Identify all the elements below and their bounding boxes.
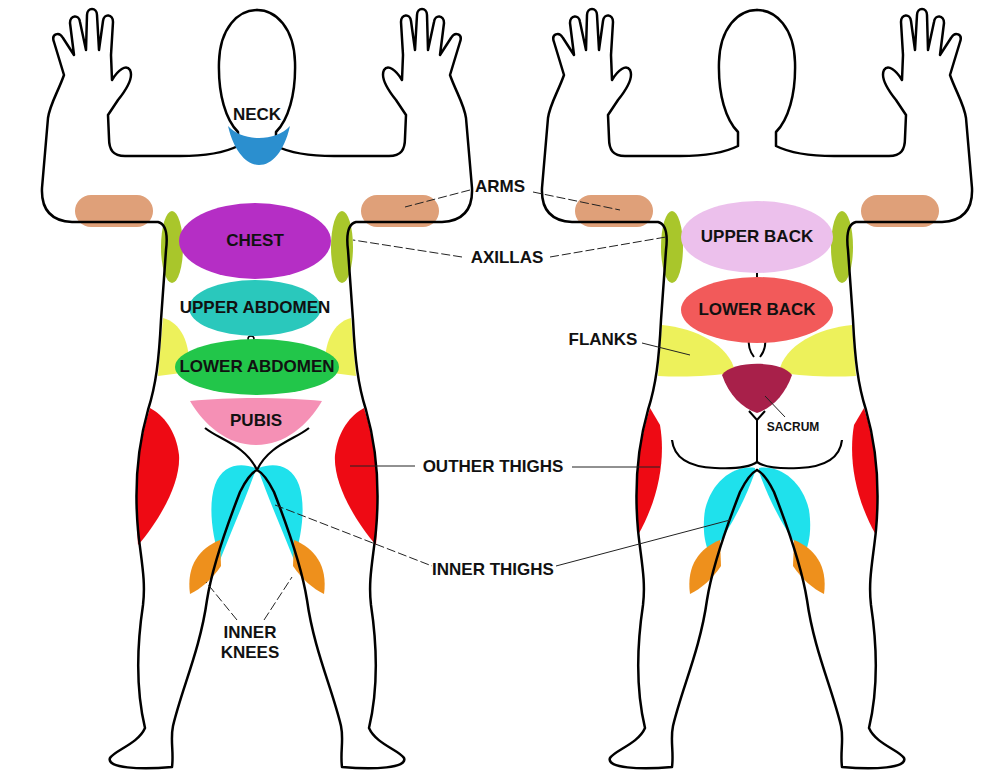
inner-knee-region (189, 540, 221, 594)
leader-line (275, 505, 432, 566)
outer-thigh-region (637, 408, 662, 535)
leader-line (642, 343, 690, 355)
region-label: SACRUM (767, 420, 820, 435)
leader-line (405, 190, 470, 207)
inner-knee-region (293, 540, 325, 594)
body-region: NECK (212, 100, 302, 168)
region-label: FLANKS (569, 330, 638, 350)
leader-line (556, 520, 730, 566)
back-figure (542, 9, 972, 768)
body-region: UPPER BACK (681, 201, 833, 273)
front-figure (42, 9, 472, 768)
region-name: PUBIS (230, 411, 282, 431)
body-region: UPPER ABDOMEN (189, 280, 321, 336)
region-label: OUTHER THIGHS (423, 457, 564, 477)
body-region: LOWER ABDOMEN (175, 339, 339, 395)
region-ellipse (179, 203, 331, 279)
gluteal-cleft (749, 411, 765, 462)
region-name: LOWER ABDOMEN (179, 357, 334, 377)
region-label: ARMS (475, 177, 525, 197)
region-ellipse (681, 277, 833, 343)
leader-line (350, 466, 415, 467)
region-label: INNER KNEES (218, 623, 282, 663)
inner-knee-region (793, 540, 825, 594)
leader-line (353, 240, 462, 257)
leader-line (533, 192, 620, 210)
leader-line (264, 577, 292, 620)
body-region: LOWER BACK (681, 277, 833, 343)
body-outline (757, 9, 972, 768)
region-name: UPPER BACK (701, 227, 813, 247)
leader-line (572, 467, 660, 468)
region-ellipse (681, 201, 833, 273)
body-region: PUBIS (190, 397, 322, 445)
inner-knee-region (689, 540, 721, 594)
region-name: UPPER ABDOMEN (180, 298, 331, 318)
region-name: LOWER BACK (698, 300, 815, 320)
body-region: CHEST (179, 203, 331, 279)
region-ellipse (175, 339, 339, 395)
region-name: NECK (233, 105, 281, 125)
region-shape-path (228, 126, 290, 165)
leader-line (206, 582, 237, 620)
leader-line (550, 237, 666, 257)
region-shape-path (190, 398, 322, 445)
sacrum-region (722, 364, 792, 413)
region-label: INNER THIGHS (432, 560, 554, 580)
buttock-line (672, 440, 757, 468)
buttock-line (757, 440, 842, 468)
body-outline (542, 9, 757, 768)
leader-line (765, 396, 785, 417)
region-name: CHEST (226, 231, 284, 251)
region-label: AXILLAS (471, 248, 544, 268)
outer-thigh-region (852, 408, 877, 535)
